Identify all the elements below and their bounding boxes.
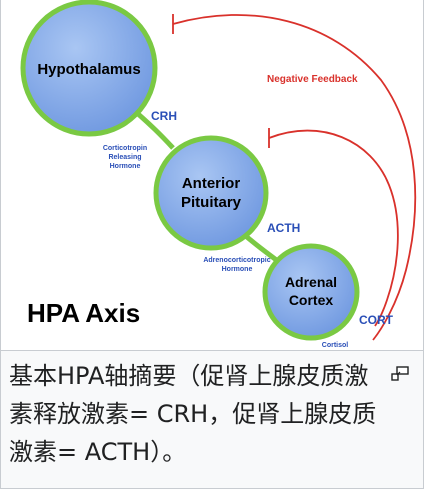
crh-label: CRH — [151, 109, 177, 123]
anterior-label-line1: Anterior — [182, 175, 241, 192]
magnify-clip-icon[interactable] — [391, 366, 409, 382]
crh-desc-line3: Hormone — [110, 163, 141, 170]
feedback-arc-outer — [172, 14, 417, 341]
cort-desc: Cortisol — [322, 342, 349, 349]
crh-desc-line1: Corticotropin — [103, 145, 147, 152]
hypothalamus-label: Hypothalamus — [37, 61, 140, 78]
acth-label: ACTH — [267, 221, 300, 235]
image-caption: 基本HPA轴摘要（促肾上腺皮质激素释放激素= CRH，促肾上腺皮质激素= ACT… — [9, 362, 377, 466]
anterior-label-line2: Pituitary — [181, 194, 242, 211]
hpa-axis-diagram[interactable]: Negative Feedback Hypothalamus Anterior … — [1, 0, 423, 351]
anterior-pituitary-node — [153, 135, 269, 251]
diagram-canvas: Negative Feedback Hypothalamus Anterior … — [20, 0, 417, 349]
hypothalamus-node — [20, 0, 158, 137]
adrenal-label-line2: Cortex — [289, 292, 334, 308]
hpa-axis-title: HPA Axis — [27, 298, 140, 328]
cort-label: CORT — [359, 313, 394, 327]
feedback-arc-inner — [268, 129, 399, 327]
adrenal-cortex-node — [262, 243, 360, 341]
crh-desc-line2: Releasing — [108, 154, 141, 161]
acth-desc-line2: Hormone — [222, 266, 253, 273]
acth-desc-line1: Adrenocorticotropic — [203, 257, 270, 264]
negative-feedback-label: Negative Feedback — [267, 74, 358, 85]
adrenal-label-line1: Adrenal — [285, 274, 337, 290]
